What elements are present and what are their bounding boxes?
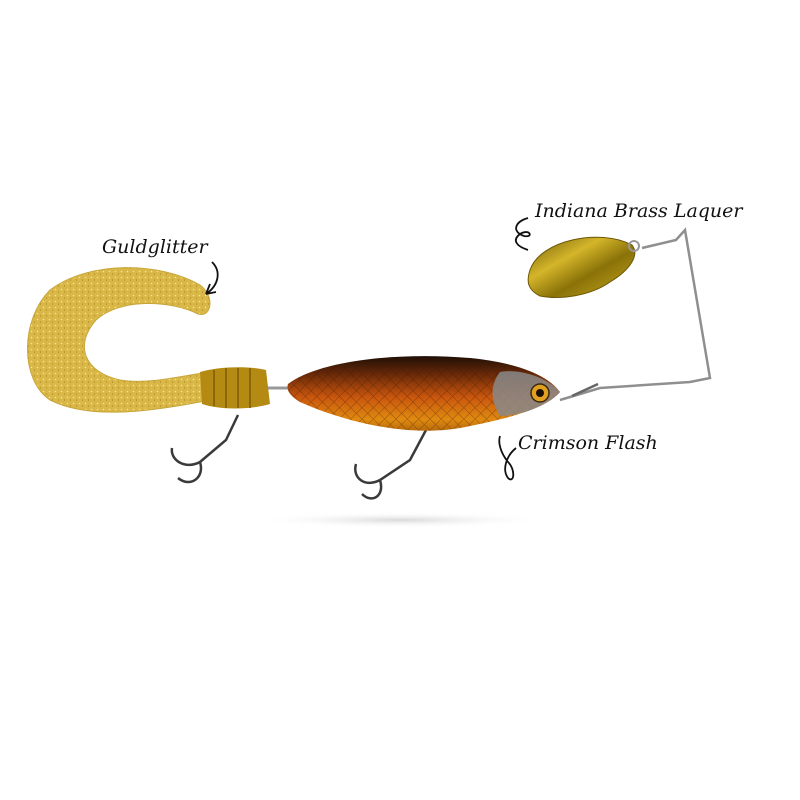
body-label-arrow bbox=[498, 435, 517, 481]
tail-color-label: Guldglitter bbox=[102, 236, 208, 258]
blade-label-arrow bbox=[514, 217, 531, 251]
tail-label-arrow bbox=[205, 261, 219, 295]
curly-tail bbox=[27, 267, 270, 413]
spinner-blade bbox=[527, 236, 640, 298]
lure-body bbox=[287, 356, 560, 431]
body-color-label: Crimson Flash bbox=[518, 432, 658, 454]
front-treble-hook bbox=[354, 429, 428, 500]
spinner-wire bbox=[559, 227, 712, 402]
rear-treble-hook bbox=[170, 414, 240, 484]
drop-shadow bbox=[250, 512, 550, 528]
blade-color-label: Indiana Brass Laquer bbox=[535, 200, 743, 222]
